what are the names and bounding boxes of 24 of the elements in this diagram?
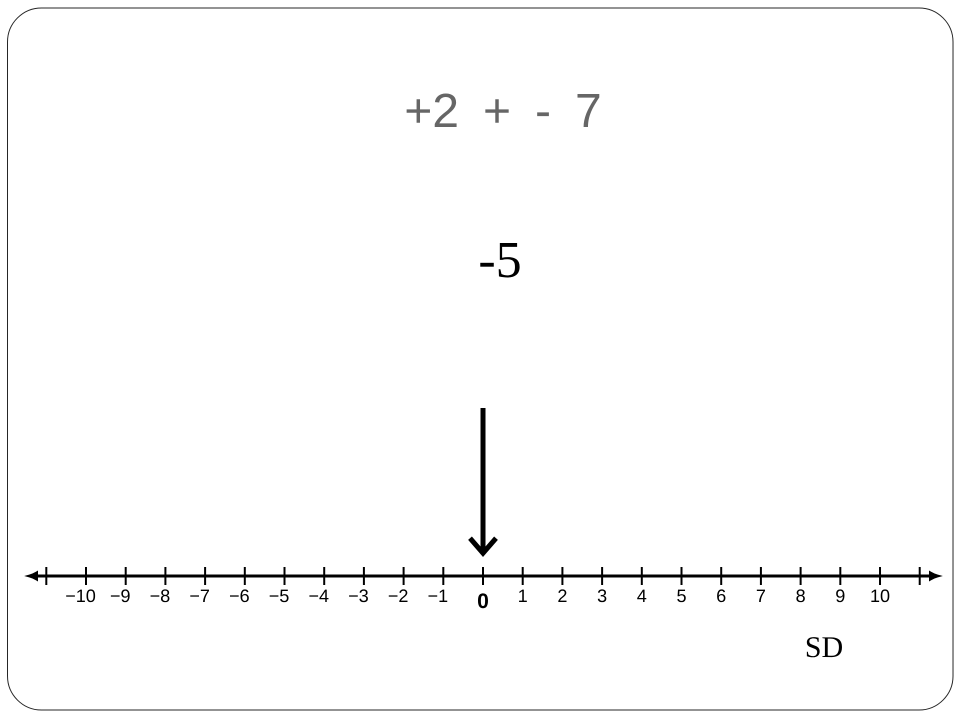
tick-label: 9 — [836, 589, 844, 602]
tick-label: 7 — [756, 590, 766, 602]
tick-label: −6 — [230, 589, 249, 602]
tick-label: −5 — [270, 590, 289, 602]
tick-label: 1 — [519, 590, 527, 602]
tick-label: 5 — [677, 590, 686, 602]
tick-label: 6 — [717, 589, 726, 602]
tick-label: −2 — [388, 589, 408, 602]
tick-label: −7 — [190, 590, 209, 602]
answer-number: -5 — [480, 242, 520, 278]
tick-label: 10 — [871, 589, 890, 602]
tick-label: −1 — [428, 590, 448, 602]
tick-label: −8 — [150, 589, 170, 602]
tick-label: −4 — [309, 590, 328, 602]
tick-label: −3 — [349, 589, 368, 602]
tick-label: 0 — [478, 593, 488, 608]
tick-label: −10 — [66, 589, 96, 602]
tick-label: 8 — [796, 589, 805, 602]
equation-title: +2 + - 7 — [406, 93, 600, 127]
author-initials: SD — [806, 637, 842, 658]
tick-label: 2 — [558, 589, 567, 602]
tick-label: 3 — [598, 589, 606, 602]
tick-label: −9 — [110, 589, 130, 602]
tick-label: 4 — [637, 590, 646, 602]
